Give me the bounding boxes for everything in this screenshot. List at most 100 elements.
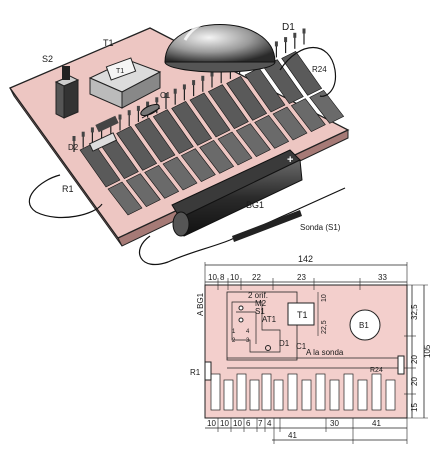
label-s1: S1 <box>255 307 265 316</box>
copper-pad <box>180 148 216 183</box>
dim-top-1: 10 <box>208 273 217 282</box>
copper-pad <box>226 75 268 121</box>
pin-head <box>146 101 150 107</box>
pin-head <box>210 71 214 77</box>
wire-r1 <box>28 174 103 219</box>
copper-pad <box>144 164 180 199</box>
pin-head <box>127 110 131 116</box>
copper-pad <box>217 131 253 166</box>
copper-pad <box>244 67 286 113</box>
pin-head <box>284 37 288 43</box>
label-holes: 2 orif. <box>248 291 268 300</box>
pin-head <box>136 105 140 111</box>
copper-pad <box>272 106 308 141</box>
copper-pad <box>199 139 235 174</box>
dim-bottom-2: 10 <box>220 419 229 428</box>
copper-pad <box>125 173 161 208</box>
drawing-b1-circle <box>349 309 381 341</box>
touch-key <box>210 373 221 411</box>
copper-pad <box>281 50 323 96</box>
battery-plus: + <box>287 154 293 166</box>
dim-bottom-9: 41 <box>372 419 381 428</box>
battery-bg1: + <box>171 149 303 237</box>
label-n2: 2 <box>232 338 236 344</box>
copper-pad <box>189 92 231 138</box>
component-area <box>226 291 298 361</box>
touch-key <box>273 379 284 411</box>
label-n1: 1 <box>232 329 236 335</box>
dim-bottom-5: 7 <box>258 419 263 428</box>
touch-key <box>343 373 354 411</box>
copper-pad <box>171 100 213 146</box>
pin-head <box>72 136 76 141</box>
label-drawing-t1: T1 <box>297 310 308 320</box>
pin-head <box>274 41 278 47</box>
touch-key <box>371 373 382 411</box>
pin-head <box>90 127 94 133</box>
label-r24: R24 <box>312 65 327 74</box>
pin-head <box>302 28 306 34</box>
copper-pad <box>152 109 194 155</box>
touch-key <box>301 379 312 411</box>
copper-pad <box>207 84 249 130</box>
pin-head <box>81 131 85 137</box>
dim-bottom-3: 10 <box>233 419 242 428</box>
dim-right-1: 32,5 <box>410 304 419 320</box>
label-r1: R1 <box>62 184 74 194</box>
label-s2: S2 <box>42 54 53 64</box>
label-n3: 3 <box>246 338 250 344</box>
pin-head <box>182 84 186 90</box>
touch-key <box>287 373 298 411</box>
switch-s2 <box>54 66 80 119</box>
label-d1: D1 <box>282 22 295 33</box>
dim-bottom-6: 4 <box>267 419 272 428</box>
dim-top-6: 33 <box>378 273 387 282</box>
dim-bottom-1: 10 <box>207 419 216 428</box>
svg-text:T1: T1 <box>116 68 124 75</box>
wire-r24 <box>279 46 337 97</box>
dim-inner-225: 22,5 <box>321 320 328 334</box>
drawing-t1-box <box>287 302 315 326</box>
copper-pad <box>107 181 143 216</box>
copper-pad <box>116 125 158 171</box>
dim-right-2: 20 <box>410 355 419 364</box>
label-drawing-b1: B1 <box>359 321 369 330</box>
dim-inner-10: 10 <box>321 294 328 302</box>
small-components <box>88 103 161 152</box>
touch-key <box>249 379 260 411</box>
dim-right-3: 20 <box>410 377 419 386</box>
copper-pad <box>79 142 121 188</box>
pin-head <box>173 88 177 94</box>
copper-pad <box>162 156 198 191</box>
copper-pad <box>235 123 271 158</box>
dim-bottom-4: 6 <box>246 419 251 428</box>
dim-top-4: 22 <box>252 273 261 282</box>
touch-key <box>236 373 247 411</box>
copper-pad <box>309 89 345 124</box>
resistor-r1 <box>204 361 212 381</box>
dim-top-5: 23 <box>297 273 306 282</box>
transformer-t1: T1 <box>88 57 162 109</box>
pin-head <box>192 80 196 86</box>
pin-head <box>201 75 205 81</box>
touch-key <box>385 379 396 411</box>
pin-head <box>118 114 122 120</box>
dim-top-3: 10 <box>230 273 239 282</box>
label-n4: 4 <box>246 329 250 335</box>
label-t1: T1 <box>103 38 114 48</box>
label-drawing-d1: D1 <box>279 339 290 348</box>
label-m2: M2 <box>255 299 267 308</box>
label-c1: C1 <box>160 91 171 100</box>
label-probe-note: A la sonda <box>306 348 344 357</box>
copper-pad <box>134 117 176 163</box>
resistor-r24 <box>397 355 405 375</box>
touch-key <box>315 373 326 411</box>
label-at1: AT1 <box>262 315 277 324</box>
dim-top-2: 8 <box>220 273 225 282</box>
pin-head <box>164 93 168 98</box>
dome-d1 <box>164 19 276 73</box>
label-drawing-r24: R24 <box>370 367 383 374</box>
label-bg1: BG1 <box>246 200 264 210</box>
probe-s1 <box>229 187 346 242</box>
